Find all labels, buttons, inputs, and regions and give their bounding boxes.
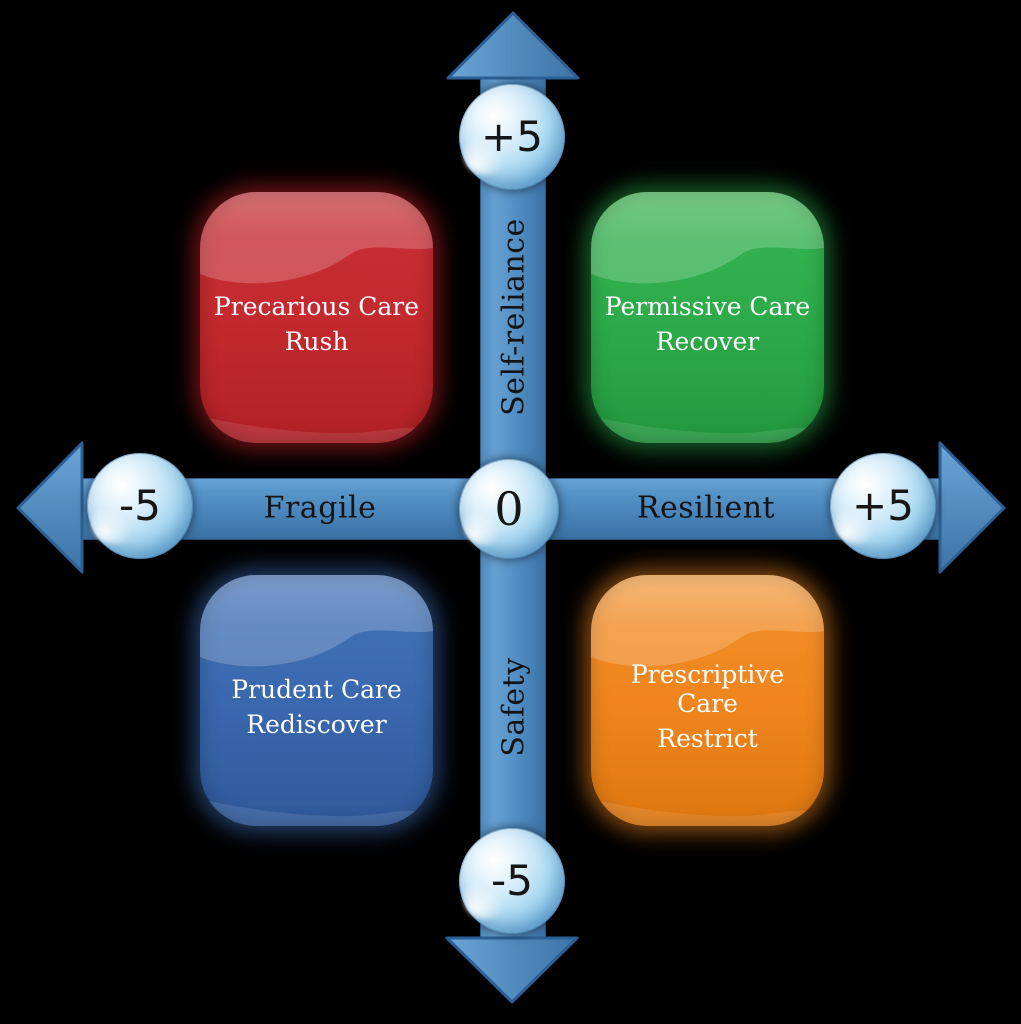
- gloss-highlight: [591, 192, 824, 443]
- up-arrowhead-icon: [446, 11, 580, 80]
- quadrant-subtitle: Rush: [284, 326, 349, 356]
- left-arrowhead-icon: [16, 441, 84, 574]
- gloss-highlight: [591, 575, 824, 826]
- quadrant-precarious-care: Precarious Care Rush: [200, 192, 433, 443]
- quadrant-permissive-care: Permissive Care Recover: [591, 192, 824, 443]
- axis-marker-value: 0: [494, 482, 524, 536]
- quadrant-subtitle: Rediscover: [246, 709, 387, 739]
- axis-marker-value: -5: [119, 481, 161, 530]
- quadrant-title: Prescriptive Care: [630, 660, 785, 718]
- axis-marker-left: -5: [87, 453, 193, 559]
- quadrant-prudent-care: Prudent Care Rediscover: [200, 575, 433, 826]
- quadrant-subtitle: Recover: [655, 326, 760, 356]
- axis-marker-bottom: -5: [459, 828, 565, 934]
- axis-marker-origin: 0: [459, 459, 559, 559]
- axis-marker-top: +5: [459, 84, 565, 190]
- gloss-highlight: [200, 575, 433, 826]
- axis-marker-value: +5: [481, 112, 543, 161]
- quadrant-title: Precarious Care: [213, 291, 420, 321]
- axis-label-resilient: Resilient: [636, 490, 776, 526]
- axis-marker-value: +5: [852, 481, 914, 530]
- axis-label-self-reliance: Self-reliance: [496, 218, 532, 416]
- quadrant-prescriptive-care: Prescriptive Care Restrict: [591, 575, 824, 826]
- axis-marker-right: +5: [830, 453, 936, 559]
- axis-label-safety: Safety: [496, 657, 532, 757]
- quadrant-subtitle: Restrict: [657, 724, 758, 753]
- quadrant-title: Prudent Care: [231, 674, 402, 704]
- right-arrowhead-icon: [938, 441, 1006, 574]
- gloss-highlight: [200, 192, 433, 443]
- axis-marker-value: -5: [491, 856, 533, 905]
- quadrant-title: Permissive Care: [604, 291, 811, 321]
- down-arrowhead-icon: [445, 936, 579, 1004]
- axis-label-fragile: Fragile: [263, 490, 377, 526]
